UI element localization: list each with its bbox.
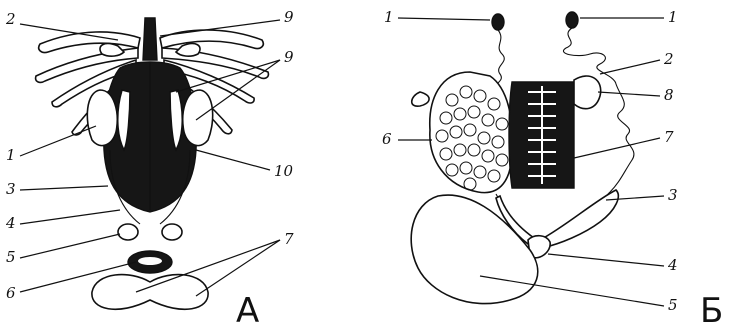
panel-a-letter: А xyxy=(236,291,259,324)
panel-b-head-right xyxy=(566,12,578,28)
label-a-5: 5 xyxy=(6,248,16,266)
label-b-3: 3 xyxy=(668,186,678,204)
label-a-7: 7 xyxy=(284,230,294,248)
panel-a-spine xyxy=(143,18,157,60)
label-b-5: 5 xyxy=(668,296,678,314)
label-b-1-left: 1 xyxy=(384,8,394,26)
label-b-4: 4 xyxy=(667,256,678,274)
panel-b-bladder xyxy=(411,195,538,304)
label-a-6: 6 xyxy=(6,284,16,302)
label-b-8: 8 xyxy=(664,86,674,104)
panel-a-vesicle-left xyxy=(118,224,138,240)
label-a-2: 2 xyxy=(5,10,16,28)
panel-b-head-left xyxy=(492,14,504,30)
label-b-7: 7 xyxy=(664,128,674,146)
label-b-1-right: 1 xyxy=(668,8,678,26)
panel-b-fat-body xyxy=(574,76,601,109)
label-b-6: 6 xyxy=(382,130,392,148)
label-a-10: 10 xyxy=(274,162,294,180)
label-a-3: 3 xyxy=(6,180,16,198)
label-a-8: 9 xyxy=(284,8,294,26)
panel-b-uterus xyxy=(540,190,618,248)
panel-a-gonad-left xyxy=(87,90,117,146)
label-a-4: 4 xyxy=(5,214,16,232)
label-a-9: 9 xyxy=(284,48,294,66)
panel-b-letter: Б xyxy=(700,291,723,324)
panel-a-vesicle-right xyxy=(162,224,182,240)
label-a-1: 1 xyxy=(6,146,16,164)
panel-a-illustration xyxy=(36,18,269,309)
panel-a-bladder xyxy=(92,275,208,310)
panel-a-gonad-right xyxy=(183,90,213,146)
label-b-2: 2 xyxy=(663,50,674,68)
